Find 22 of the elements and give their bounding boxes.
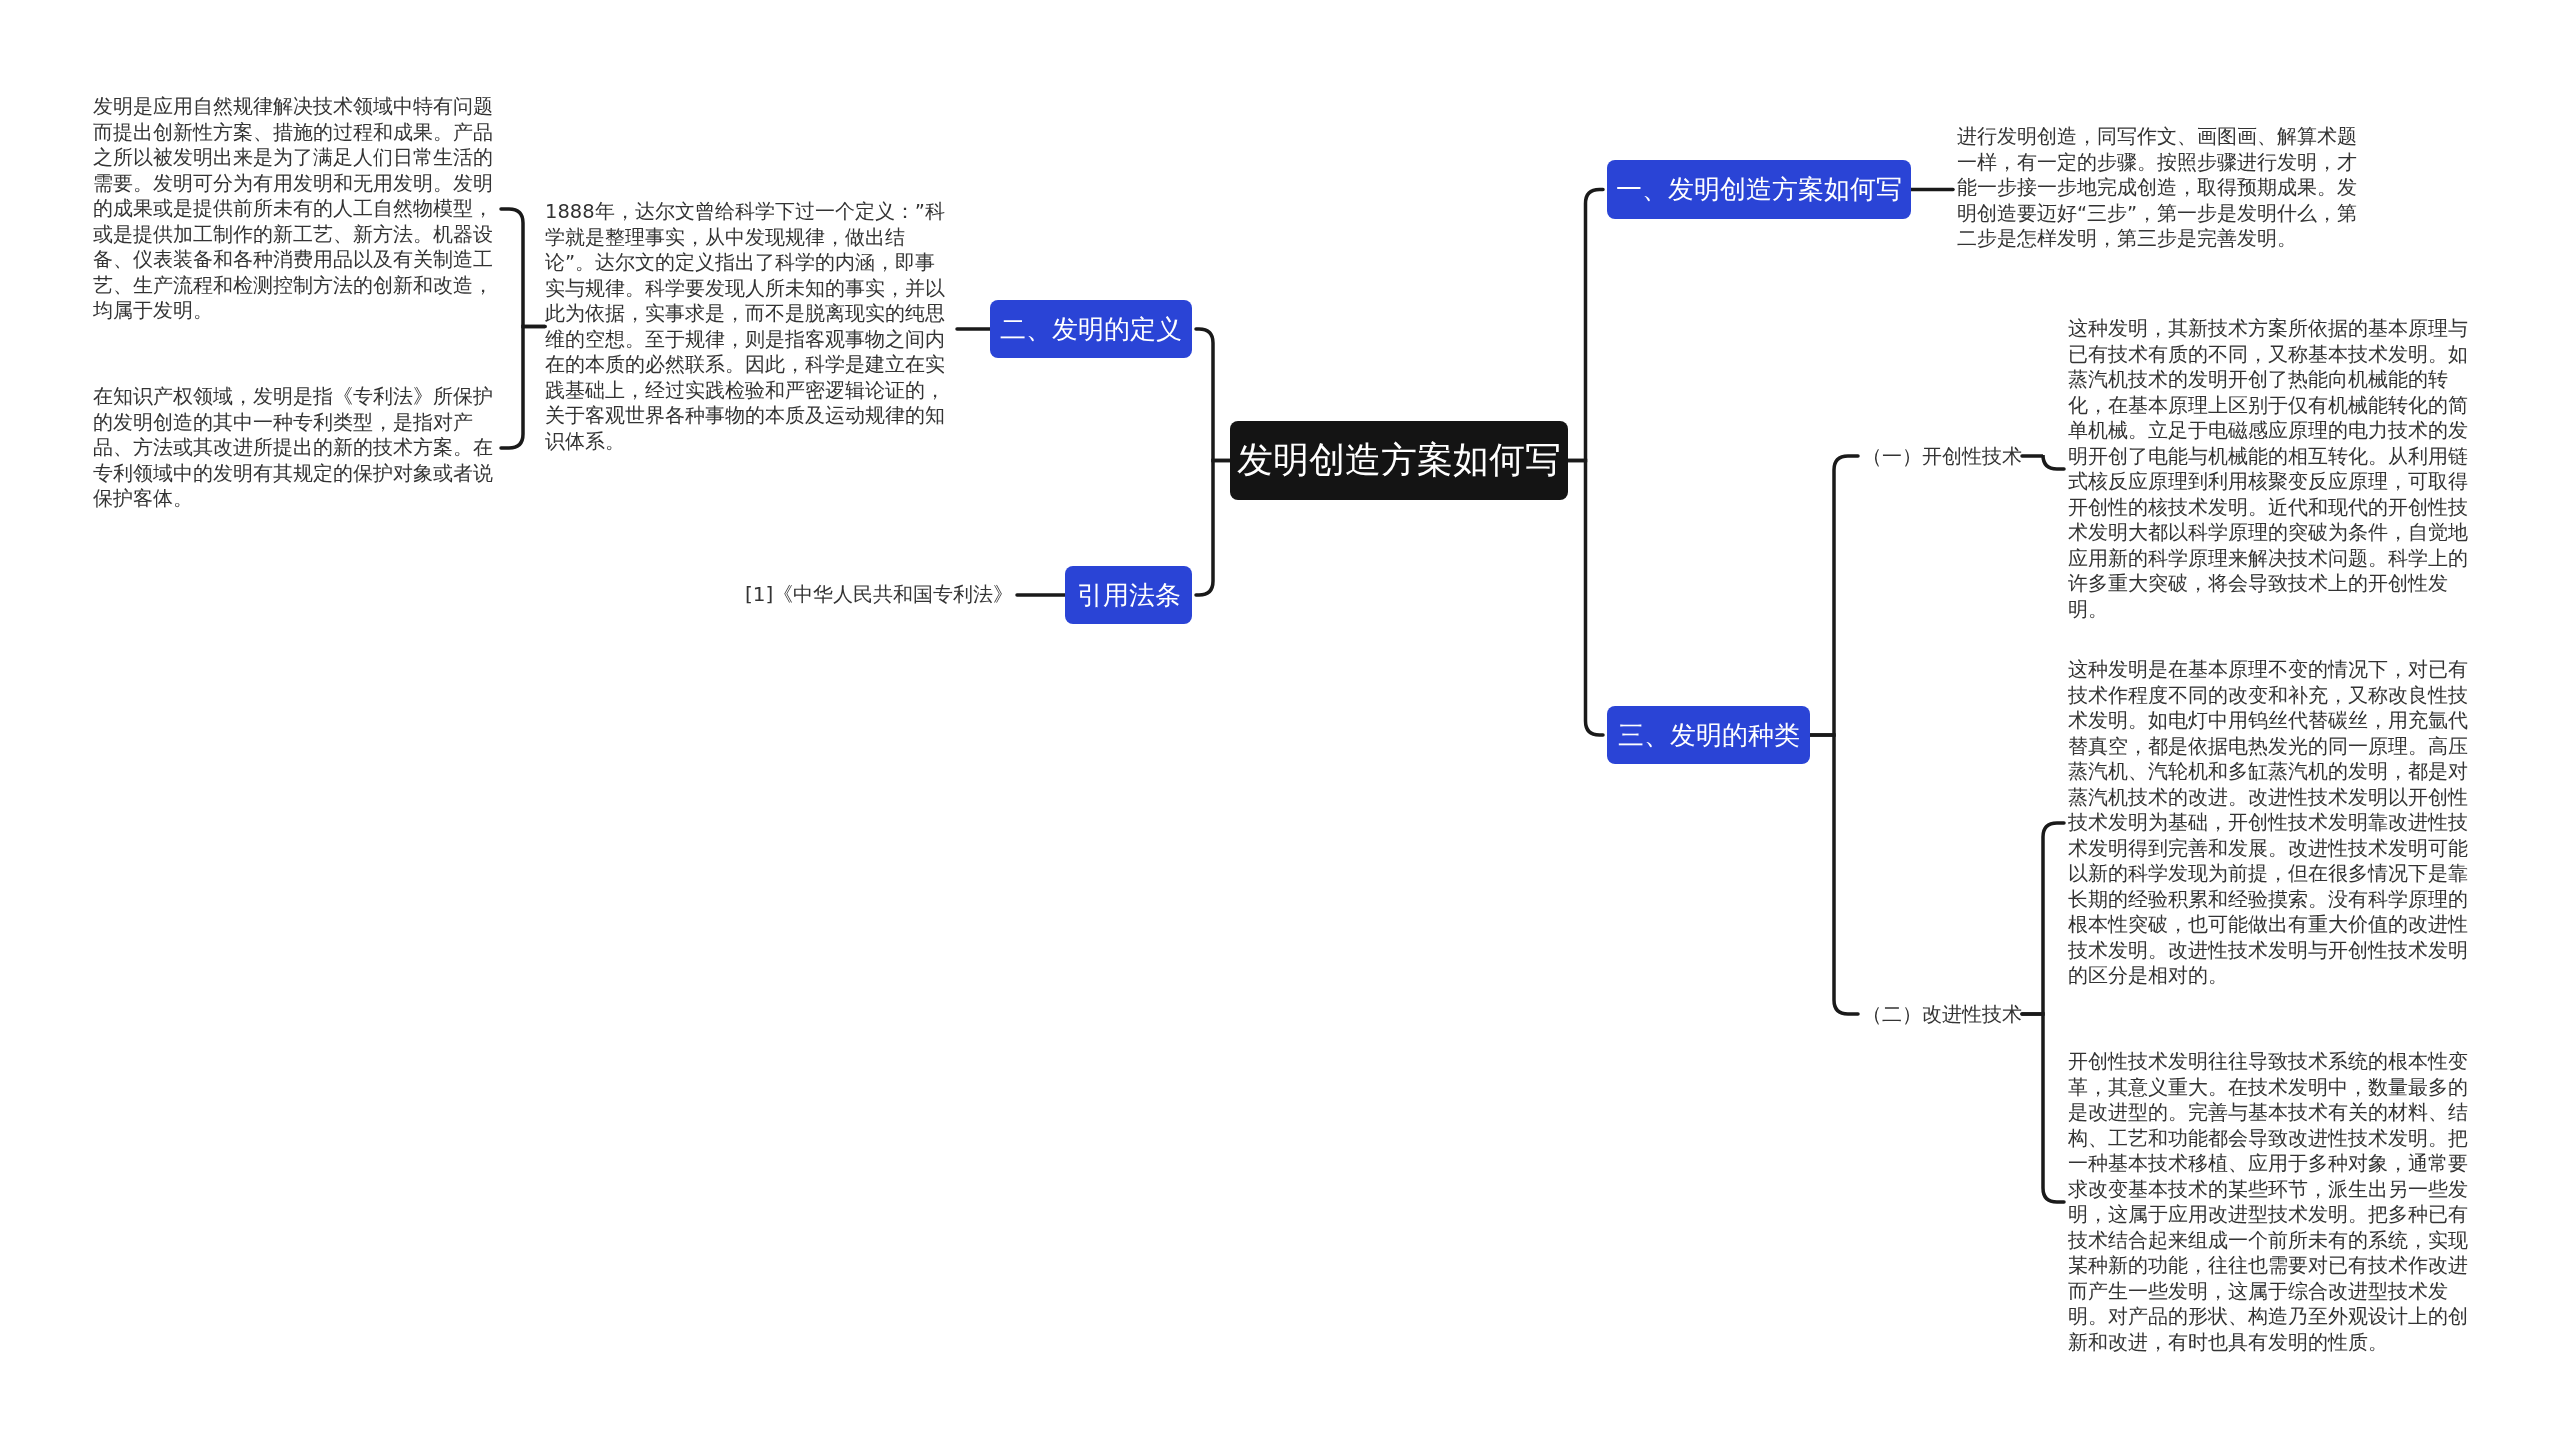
note-text: 1888年，达尔文曾给科学下过一个定义：”科学就是整理事实，从中发现规律，做出结论”。达尔文的定义指出了科学的内涵，即事实与规律。科学要发现人所未知的事实，并以此为依据，实事求是，而不是脱离现实的纯思维的空想。至于规律，则是指客观事物之间内在的本质的必然联系。因此，科学是建立在实践基础上，经过实践检验和严密逻辑论证的，关于客观世界各种事物的本质及运动规律的知识体系。: [545, 199, 953, 454]
topic-box: 引用法条: [1065, 566, 1192, 624]
topic-box: 一、发明创造方案如何写: [1607, 160, 1911, 219]
connector-line: [1194, 458, 1232, 597]
connector-line: [1015, 593, 1067, 597]
connector-line: [1909, 187, 1955, 192]
topic-box: 三、发明的种类: [1607, 706, 1810, 764]
connector-line: [955, 327, 992, 331]
note-text: 这种发明是在基本原理不变的情况下，对已有技术作程度不同的改变和补充，又称改良性技术发明。如电灯中用钨丝代替碳丝，用充氩代替真空，都是依据电热发光的同一原理。高压蒸汽机、汽轮机和多缸蒸汽机的发明，都是对蒸汽机技术的改进。改进性技术发明以开创性技术发明为基础，开创性技术发明靠改进性技术发明得到完善和发展。改进性技术发明可能以新的科学发现为前提，但在很多情况下是靠长期的经验积累和经验摸索。没有科学原理的根本性突破，也可能做出有重大价值的改进性技术发明。改进性技术发明与开创性技术发明的区分是相对的。: [2068, 657, 2476, 989]
subtopic-text: [1]《中华人民共和国专利法》: [745, 580, 1014, 608]
subtopic-text: （二）改进性技术: [1862, 1000, 2022, 1028]
note-text: 进行发明创造，同写作文、画图画、解算术题一样，有一定的步骤。按照步骤进行发明，才能一步接一步地完成创造，取得预期成果。发明创造要迈好“三步”，第一步是发明什么，第二步是怎样发明，第三步是完善发明。: [1957, 124, 2367, 252]
connector-line: [1566, 458, 1605, 737]
topic-box: 二、发明的定义: [990, 300, 1192, 358]
note-text: 发明是应用自然规律解决技术领域中特有问题而提出创新性方案、措施的过程和成果。产品之所以被发明出来是为了满足人们日常生活的需要。发明可分为有用发明和无用发明。发明的成果或是提供前所未有的人工自然物模型，或是提供加工制作的新工艺、新方法。机器设备、仪表装备和各种消费用品以及有关制造工艺、生产流程和检测控制方法的创新和改造，均属于发明。: [93, 94, 497, 324]
note-text: 在知识产权领域，发明是指《专利法》所保护的发明创造的其中一种专利类型，是指对产品、方法或其改进所提出的新的技术方案。在专利领域中的发明有其规定的保护对象或者说保护客体。: [93, 384, 497, 512]
connector-line: [2020, 453, 2066, 471]
subtopic-text: （一）开创性技术: [1862, 442, 2022, 470]
note-text: 开创性技术发明往往导致技术系统的根本性变革，其意义重大。在技术发明中，数量最多的是改进型的。完善与基本技术有关的材料、结构、工艺和功能都会导致改进性技术发明。把一种基本技术移植、应用于多种对象，通常要求改变基本技术的某些环节，派生出另一些发明，这属于应用改进型技术发明。把多种已有技术结合起来组成一个前所未有的系统，实现某种新的功能，往往也需要对已有技术作改进而产生一些发明，这属于综合改进型技术发明。对产品的形状、构造乃至外观设计上的创新和改进，有时也具有发明的性质。: [2068, 1049, 2476, 1355]
central-topic-box: 发明创造方案如何写: [1230, 421, 1568, 500]
note-text: 这种发明，其新技术方案所依据的基本原理与已有技术有质的不同，又称基本技术发明。如蒸汽机技术的发明开创了热能向机械能的转化，在基本原理上区别于仅有机械能转化的简单机械。立足于电磁感应原理的电力技术的发明开创了电能与机械能的相互转化。从利用链式核反应原理到利用核聚变反应原理，可取得开创性的核技术发明。近代和现代的开创性技术发明大都以科学原理的突破为条件，自觉地应用新的科学原理来解决技术问题。科学上的许多重大突破，将会导致技术上的开创性发明。: [2068, 316, 2476, 622]
connector-line: [1808, 733, 1860, 1016]
